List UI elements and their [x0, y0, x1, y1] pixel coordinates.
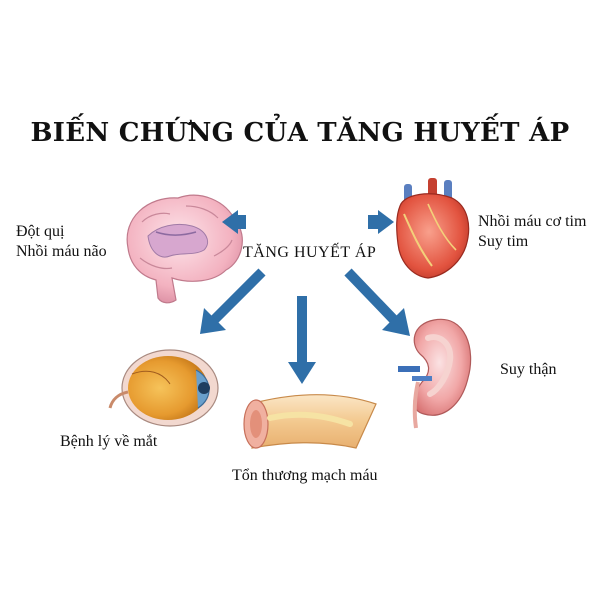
kidney-label: Suy thận: [500, 360, 556, 380]
center-label: TĂNG HUYẾT ÁP: [243, 244, 377, 261]
diagram-title: BIẾN CHỨNG CỦA TĂNG HUYẾT ÁP: [30, 118, 570, 148]
vessel-label-line1: Tổn thương mạch máu: [232, 467, 378, 484]
arrow-to-heart: [368, 210, 394, 234]
heart-label-line1: Nhồi máu cơ tim: [478, 213, 587, 230]
blood-vessel-icon: [243, 394, 377, 449]
kidney-icon: [398, 318, 472, 429]
arrow-to-eye: [200, 268, 266, 334]
heart-label-line2: Suy tim: [478, 233, 529, 250]
eye-label-line1: Bệnh lý về mắt: [60, 433, 158, 450]
brain-label-line2: Nhồi máu não: [16, 243, 107, 260]
eye-icon: [108, 349, 219, 427]
brain-label: Đột quị Nhồi máu não: [16, 222, 107, 262]
arrow-to-vessel: [288, 296, 316, 384]
heart-label: Nhồi máu cơ tim Suy tim: [478, 212, 586, 252]
kidney-label-line1: Suy thận: [500, 361, 557, 378]
brain-label-line1: Đột quị: [16, 223, 65, 240]
arrow-to-kidney: [344, 268, 410, 336]
arrow-to-brain: [222, 210, 246, 234]
brain-icon: [126, 194, 243, 304]
eye-label: Bệnh lý về mắt: [60, 432, 157, 452]
heart-icon: [396, 178, 470, 279]
vessel-label: Tổn thương mạch máu: [232, 466, 378, 486]
